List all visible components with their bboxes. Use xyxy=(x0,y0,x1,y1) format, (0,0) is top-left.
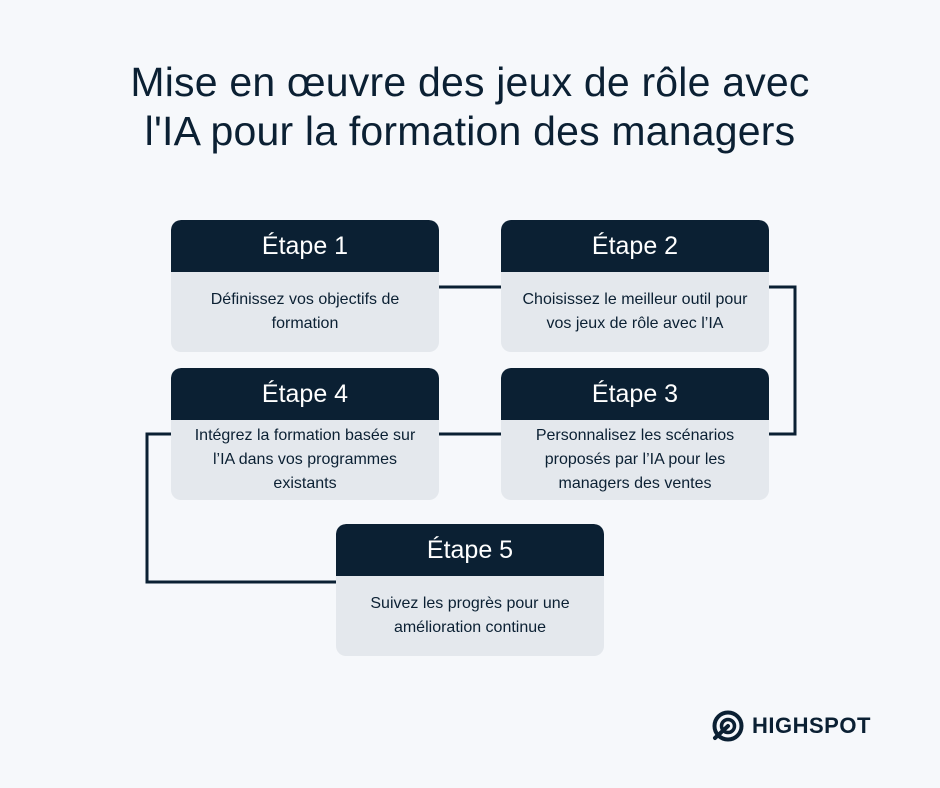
step-description: Définissez vos objectifs de formation xyxy=(210,291,400,332)
highspot-logo-icon xyxy=(712,710,744,742)
step-card-5: Étape 5 Suivez les progrès pour une amél… xyxy=(336,524,604,656)
title-line-2: l'IA pour la formation des managers xyxy=(144,108,796,154)
step-description: Intégrez la formation basée sur l’IA dan… xyxy=(194,427,416,492)
page-title: Mise en œuvre des jeux de rôle avec l'IA… xyxy=(0,58,940,156)
step-label: Étape 2 xyxy=(501,220,769,272)
step-label: Étape 4 xyxy=(171,368,439,420)
step-description: Personnalisez les scénarios proposés par… xyxy=(535,427,735,492)
step-card-1: Étape 1 Définissez vos objectifs de form… xyxy=(171,220,439,352)
connector-4-5 xyxy=(145,432,336,584)
step-description: Suivez les progrès pour une amélioration… xyxy=(370,595,570,636)
step-card-2: Étape 2 Choisissez le meilleur outil pou… xyxy=(501,220,769,352)
brand-logo: HIGHSPOT xyxy=(712,708,871,744)
connector-2-3 xyxy=(769,285,797,436)
brand-name: HIGHSPOT xyxy=(752,713,871,738)
step-label: Étape 5 xyxy=(336,524,604,576)
step-label: Étape 1 xyxy=(171,220,439,272)
step-card-3: Étape 3 Personnalisez les scénarios prop… xyxy=(501,368,769,500)
step-description: Choisissez le meilleur outil pour vos je… xyxy=(522,291,748,332)
step-card-4: Étape 4 Intégrez la formation basée sur … xyxy=(171,368,439,500)
title-line-1: Mise en œuvre des jeux de rôle avec xyxy=(130,59,810,105)
step-label: Étape 3 xyxy=(501,368,769,420)
